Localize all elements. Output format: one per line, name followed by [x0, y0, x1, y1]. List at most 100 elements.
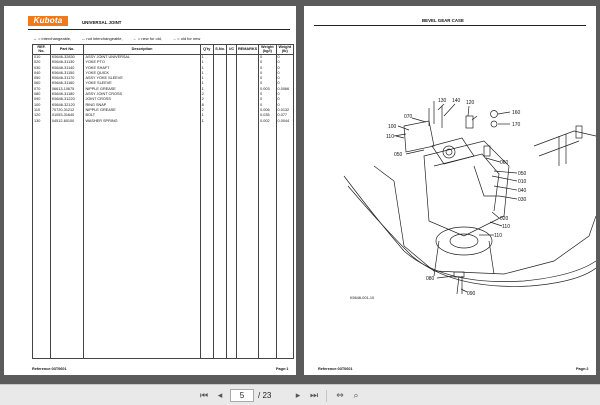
kubota-logo: Kubota: [28, 16, 68, 26]
col-weight-lb: Weight (lb): [275, 44, 295, 55]
cell-ref: 090: [32, 97, 51, 103]
cell-ic: [226, 60, 237, 66]
table-filler-cell: [235, 123, 260, 360]
table-filler-cell: [212, 123, 228, 360]
cell-ref: 020: [32, 60, 51, 66]
table-filler-cell: [258, 123, 277, 360]
callout-label: 130: [438, 98, 447, 104]
cell-ref: 060: [32, 81, 51, 87]
cell-ic: [226, 81, 237, 87]
cell-weight-lb: 0: [275, 81, 295, 87]
cell-ref: 040: [32, 70, 51, 77]
col-description: Description: [83, 44, 201, 55]
cell-qty: 2: [199, 97, 214, 103]
callout-label: 110: [494, 233, 502, 239]
reference-left: Reference:03T0601: [32, 367, 67, 371]
table-filler-row: [32, 123, 295, 360]
cell-ref: 110: [32, 107, 51, 114]
cell-ic: [226, 70, 237, 77]
cell-ic: [226, 86, 237, 93]
cell-qty: 2: [199, 92, 214, 98]
callout-label: 060: [500, 160, 509, 166]
next-page-icon[interactable]: ▸: [295, 391, 301, 401]
cell-weight-lb: 0: [275, 70, 295, 77]
cell-qty: 1: [199, 54, 214, 61]
pdf-navigation-toolbar: ⏮ ◂ 5 / 23 ▸ ⏭ ⇔ ⌕: [0, 384, 600, 405]
callout-label: 160: [512, 110, 521, 116]
legend-item: → = old for new: [172, 36, 201, 41]
callout-label: 110: [502, 224, 510, 230]
cell-ic: [226, 92, 237, 98]
cell-ic: [226, 107, 237, 114]
callout-label: 140: [452, 98, 461, 104]
cell-ic: [226, 65, 237, 71]
callout-label: 050: [394, 152, 403, 158]
callout-label: 120: [466, 100, 475, 106]
figure-code: K5646-001-10: [350, 296, 375, 300]
fit-width-icon[interactable]: ⇔: [336, 391, 344, 401]
table-filler-cell: [49, 123, 85, 360]
cell-weight-lb: 0: [275, 97, 295, 103]
cell-weight-lb: 0: [275, 54, 295, 61]
header-divider: [28, 29, 290, 30]
page-number-input[interactable]: 5: [230, 389, 254, 402]
cell-weight-lb: 0.0044: [275, 118, 295, 124]
col-ic: I/C: [226, 44, 237, 55]
cell-qty: 1: [199, 76, 214, 82]
last-page-icon[interactable]: ⏭: [309, 391, 319, 401]
cell-weight-lb: 0: [275, 76, 295, 82]
cell-weight-lb: 0: [275, 92, 295, 98]
reference-right: Reference:03T0601: [318, 367, 353, 371]
col-sno: S.No.: [212, 44, 228, 55]
legend-item: ← = new for old,: [132, 36, 163, 41]
col-weight-kg: Weight (kg/l): [258, 44, 277, 55]
callout-label: 040: [518, 188, 527, 194]
page-title-right: BEVEL GEAR CASE: [422, 18, 464, 23]
cell-qty: 1: [199, 65, 214, 71]
cell-qty: 1: [199, 60, 214, 66]
callout-label: 170: [512, 122, 521, 128]
cell-weight-lb: 0: [275, 102, 295, 108]
cell-ref: 030: [32, 65, 51, 71]
callout-label: 030: [518, 197, 527, 203]
table-filler-cell: [32, 123, 51, 360]
zoom-icon[interactable]: ⌕: [353, 391, 359, 401]
toolbar-divider: [326, 390, 327, 402]
col-ref: REF. No.: [32, 44, 51, 55]
cell-weight-lb: 0: [275, 60, 295, 66]
cell-qty: 1: [199, 118, 214, 124]
cell-ref: 080: [32, 92, 51, 98]
cell-ic: [226, 54, 237, 61]
col-part-no: Part No.: [49, 44, 85, 55]
cell-weight-lb: 0.077: [275, 113, 295, 119]
prev-page-icon[interactable]: ◂: [217, 391, 223, 401]
cell-weight-lb: 0.0066: [275, 86, 295, 93]
cell-ref: 010: [32, 54, 51, 61]
table-filler-cell: [199, 123, 214, 360]
callout-label: 020: [500, 216, 509, 222]
cell-qty: 8: [199, 102, 214, 108]
cell-qty: 1: [199, 113, 214, 119]
cell-ref: 070: [32, 86, 51, 93]
first-page-icon[interactable]: ⏮: [199, 391, 209, 401]
cell-qty: 1: [199, 86, 214, 93]
page-title-left: UNIVERSAL JOINT: [82, 20, 122, 25]
cell-weight-lb: 0: [275, 65, 295, 71]
cell-ic: [226, 76, 237, 82]
pdf-page-left: Kubota UNIVERSAL JOINT ↔ = interchangeab…: [4, 6, 296, 375]
legend-item: ↔ = interchangeable,: [33, 36, 72, 41]
cell-ref: 100: [32, 102, 51, 108]
table-filler-cell: [226, 123, 237, 360]
interchange-legend: ↔ = interchangeable, ↔ not interchangeab…: [33, 36, 209, 41]
cell-weight-lb: 0.0132: [275, 107, 295, 114]
cell-ic: [226, 118, 237, 124]
